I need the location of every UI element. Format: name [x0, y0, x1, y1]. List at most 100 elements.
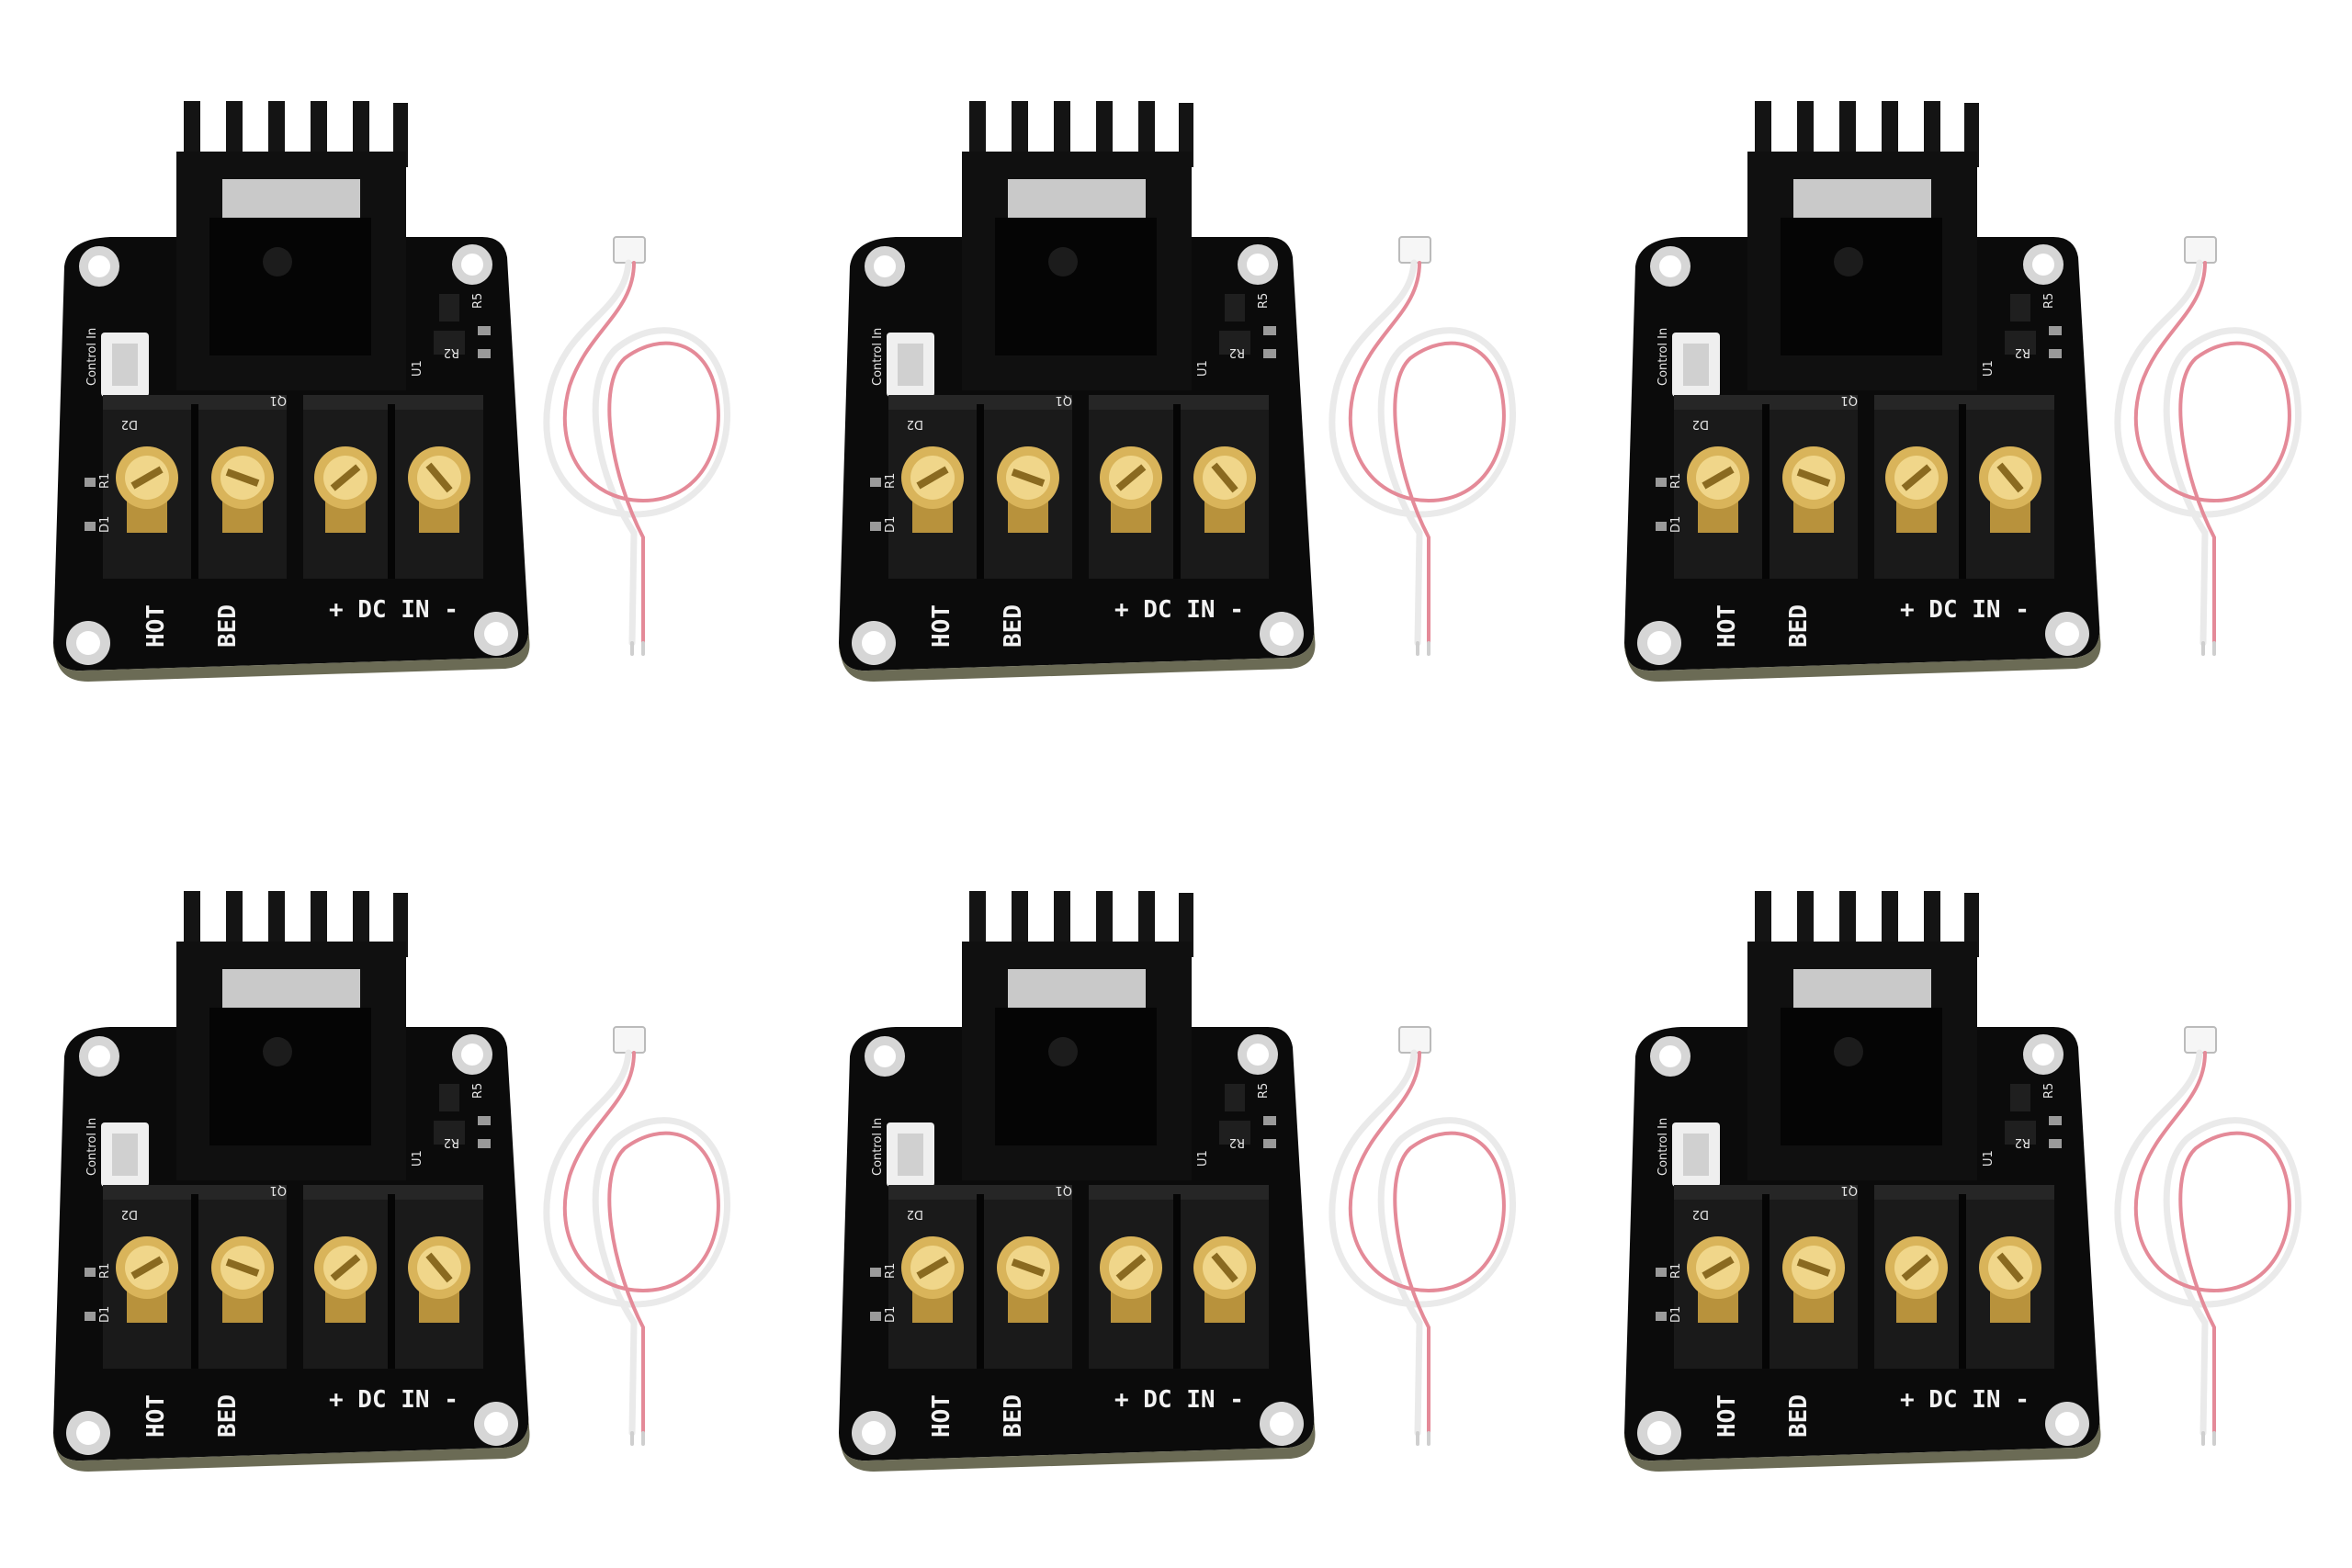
label-u1: U1	[1196, 360, 1210, 377]
label-control-in: Control In	[85, 1118, 99, 1176]
mounting-holes	[66, 244, 518, 665]
control-connector	[1672, 333, 1720, 397]
mosfet-module-drawing: HOT BED + DC IN - Control In Q1 U1 D2 R1…	[1624, 101, 2301, 682]
mounting-holes	[66, 1034, 518, 1455]
label-r2: R2	[2015, 345, 2030, 359]
terminal-screws	[116, 1236, 470, 1323]
label-bed: BED	[1785, 604, 1813, 648]
label-dc-in: + DC IN -	[1900, 1386, 2030, 1414]
label-r1: R1	[1669, 473, 1683, 489]
terminal-blocks	[888, 395, 1269, 579]
label-bed: BED	[214, 604, 242, 648]
control-connector	[101, 1122, 149, 1187]
label-u1: U1	[1982, 360, 1996, 377]
label-u1: U1	[411, 360, 424, 377]
label-r5: R5	[2042, 293, 2056, 309]
label-q1: Q1	[1055, 393, 1072, 407]
control-connector	[887, 1122, 934, 1187]
wire-harness	[2114, 1026, 2301, 1446]
smd-components	[870, 1084, 1276, 1321]
label-u1: U1	[411, 1150, 424, 1167]
heatsink	[962, 891, 1193, 1180]
label-dc-in: + DC IN -	[1900, 596, 2030, 624]
label-d1: D1	[98, 516, 112, 533]
label-dc-in: + DC IN -	[1114, 596, 1244, 624]
heatsink	[962, 101, 1193, 390]
mosfet-module-drawing: HOT BED + DC IN - Control In Q1 U1 D2 R1…	[839, 891, 1516, 1472]
label-bed: BED	[1000, 1394, 1027, 1438]
terminal-screws	[1687, 1236, 2041, 1323]
label-r1: R1	[884, 473, 898, 489]
label-q1: Q1	[1055, 1183, 1072, 1197]
label-d2: D2	[1692, 1207, 1709, 1221]
label-hot: HOT	[1713, 604, 1741, 648]
mosfet-module-6: HOT BED + DC IN - Control In Q1 U1 D2 R1…	[1571, 790, 2306, 1488]
label-q1: Q1	[269, 1183, 287, 1197]
silkscreen-labels: HOT BED + DC IN - Control In Q1 U1 D2 R1…	[1657, 1083, 2056, 1438]
mosfet-module-3: HOT BED + DC IN - Control In Q1 U1 D2 R1…	[1571, 0, 2306, 698]
smd-components	[85, 294, 491, 531]
label-q1: Q1	[1840, 393, 1858, 407]
mounting-holes	[1637, 1034, 2089, 1455]
mosfet-module-2: HOT BED + DC IN - Control In Q1 U1 D2 R1…	[786, 0, 1521, 698]
label-bed: BED	[1785, 1394, 1813, 1438]
label-hot: HOT	[142, 604, 170, 648]
smd-components	[1656, 1084, 2062, 1321]
mosfet-module-drawing: HOT BED + DC IN - Control In Q1 U1 D2 R1…	[839, 101, 1516, 682]
label-control-in: Control In	[1657, 1118, 1670, 1176]
control-connector	[1672, 1122, 1720, 1187]
label-dc-in: + DC IN -	[1114, 1386, 1244, 1414]
mounting-holes	[852, 244, 1304, 665]
wire-harness	[543, 1026, 730, 1446]
heatsink	[1747, 891, 1979, 1180]
silkscreen-labels: HOT BED + DC IN - Control In Q1 U1 D2 R1…	[871, 1083, 1271, 1438]
label-d2: D2	[121, 417, 138, 431]
control-connector	[101, 333, 149, 397]
mosfet-module-drawing: HOT BED + DC IN - Control In Q1 U1 D2 R1…	[1624, 891, 2301, 1472]
label-r5: R5	[471, 293, 485, 309]
label-q1: Q1	[1840, 1183, 1858, 1197]
smd-components	[1656, 294, 2062, 531]
label-r5: R5	[1257, 293, 1271, 309]
smd-components	[870, 294, 1276, 531]
silkscreen-labels: HOT BED + DC IN - Control In Q1 U1 D2 R1…	[1657, 293, 2056, 648]
label-r2: R2	[1229, 1135, 1245, 1149]
label-control-in: Control In	[871, 1118, 885, 1176]
label-control-in: Control In	[871, 328, 885, 386]
label-r5: R5	[471, 1083, 485, 1099]
label-r5: R5	[2042, 1083, 2056, 1099]
label-d2: D2	[907, 417, 923, 431]
label-hot: HOT	[928, 604, 956, 648]
heatsink	[176, 101, 408, 390]
label-q1: Q1	[269, 393, 287, 407]
label-d2: D2	[121, 1207, 138, 1221]
label-r5: R5	[1257, 1083, 1271, 1099]
mosfet-module-1: HOT BED + DC IN - Control In Q1 U1 D2 R1…	[0, 0, 735, 698]
label-r2: R2	[444, 1135, 459, 1149]
mosfet-module-5: HOT BED + DC IN - Control In Q1 U1 D2 R1…	[786, 790, 1521, 1488]
mosfet-module-drawing: HOT BED + DC IN - Control In Q1 U1 D2 R1…	[53, 891, 730, 1472]
terminal-screws	[901, 446, 1256, 533]
label-d2: D2	[907, 1207, 923, 1221]
heatsink	[176, 891, 408, 1180]
label-d1: D1	[884, 516, 898, 533]
label-d1: D1	[98, 1306, 112, 1323]
label-u1: U1	[1982, 1150, 1996, 1167]
terminal-blocks	[1674, 395, 2054, 579]
wire-harness	[543, 236, 730, 656]
label-r2: R2	[444, 345, 459, 359]
label-u1: U1	[1196, 1150, 1210, 1167]
label-bed: BED	[1000, 604, 1027, 648]
label-dc-in: + DC IN -	[329, 1386, 458, 1414]
control-connector	[887, 333, 934, 397]
label-r1: R1	[1669, 1263, 1683, 1279]
label-r1: R1	[98, 473, 112, 489]
terminal-screws	[901, 1236, 1256, 1323]
label-control-in: Control In	[1657, 328, 1670, 386]
terminal-screws	[1687, 446, 2041, 533]
label-d2: D2	[1692, 417, 1709, 431]
label-r1: R1	[884, 1263, 898, 1279]
label-bed: BED	[214, 1394, 242, 1438]
label-d1: D1	[1669, 1306, 1683, 1323]
